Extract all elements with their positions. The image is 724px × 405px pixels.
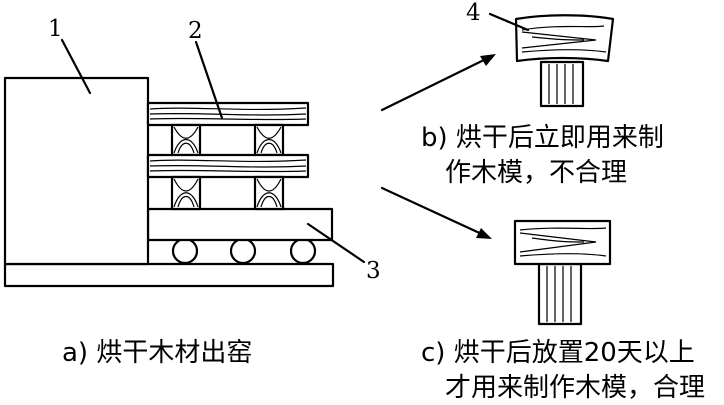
leader-line-3 [306,222,366,264]
leader-line-1 [60,38,92,95]
caption-c-line1: c) 烘干后放置20天以上 [421,338,695,368]
roller [171,237,199,265]
leader-line-2 [194,40,224,120]
kiln-assembly: 1 2 3 [3,16,381,288]
kiln-wall [3,76,150,266]
roller [229,237,257,265]
mold-head-warped [514,14,615,63]
caption-b-line1: b) 烘干后立即用来制 [421,123,664,153]
warped-wood-mold: 4 [466,0,615,108]
arrow-to-b [380,55,492,112]
spacer-stick [170,175,202,211]
arrow-head [476,228,492,239]
caption-c-line2: 才用来制作木模，合理 [445,373,705,403]
label-3: 3 [366,258,381,284]
arrow-head [480,54,496,66]
label-4: 4 [466,0,481,26]
caption-b-line2: 作木模，不合理 [445,158,627,188]
flat-wood-mold [513,219,612,326]
roller [289,237,317,265]
mold-stem [537,262,583,326]
wood-plank [146,101,310,127]
spacer-stick [170,123,202,157]
base-rail [3,262,335,288]
mold-stem [539,60,585,108]
wood-plank [146,153,310,179]
spacer-stick [253,123,285,157]
caption-a: a) 烘干木材出窑 [62,338,252,368]
arrows [380,54,496,239]
label-2: 2 [188,18,203,44]
leader-line-4 [488,12,530,32]
spacer-stick [253,175,285,211]
label-1: 1 [48,16,63,42]
arrow-to-c [380,186,488,238]
cart-platform [146,207,334,242]
